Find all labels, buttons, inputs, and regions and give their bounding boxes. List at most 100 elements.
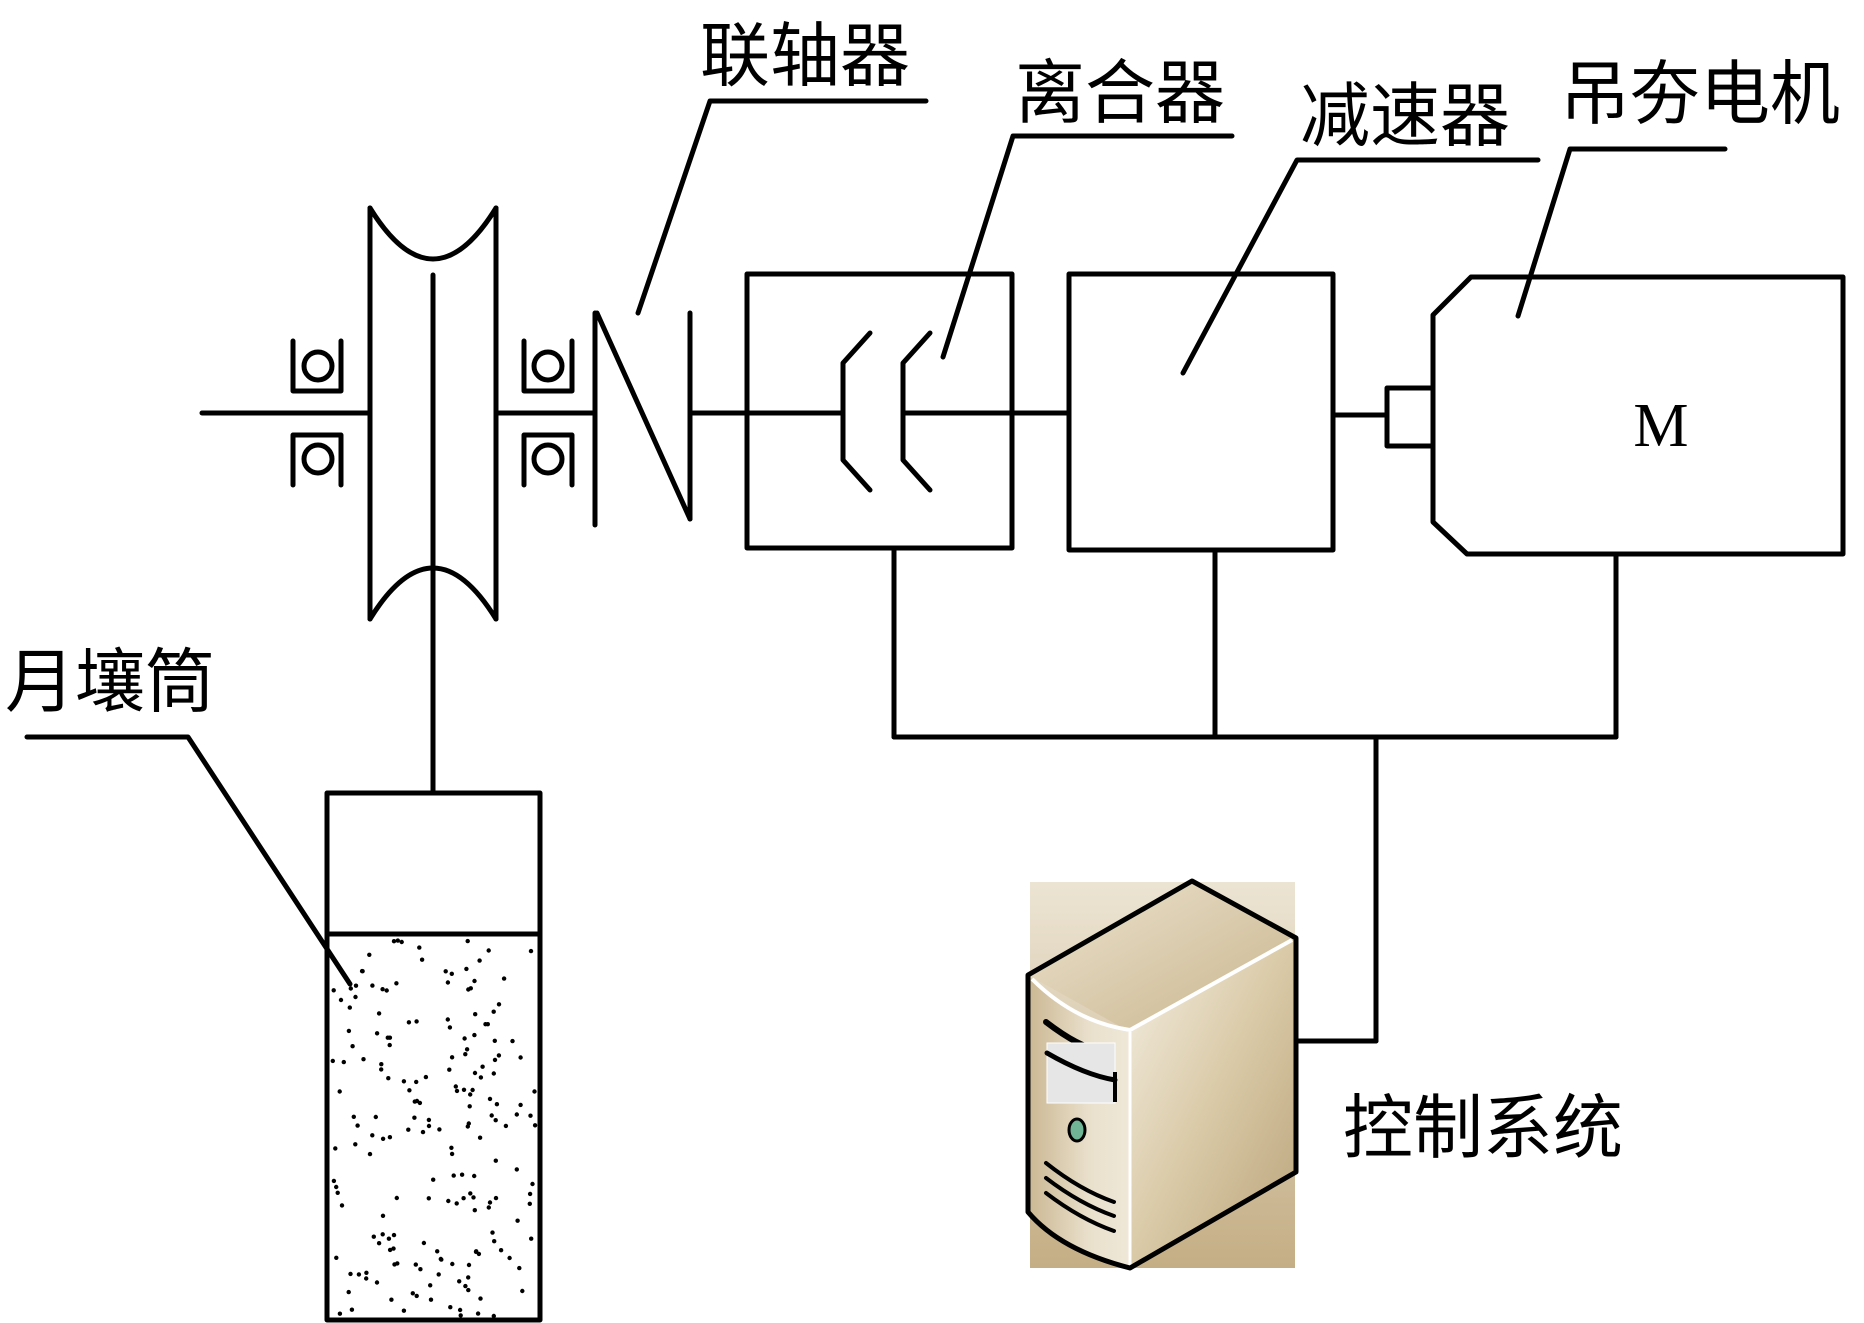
soil-particle (466, 1262, 472, 1268)
soil-particle (491, 1071, 496, 1076)
soil-particle (450, 1261, 455, 1267)
soil-cylinder (324, 790, 543, 1323)
soil-particle (387, 1042, 392, 1048)
soil-particle (494, 1102, 500, 1107)
soil-particle (330, 1058, 335, 1064)
soil-particle (492, 1038, 497, 1044)
soil-particle (485, 1021, 490, 1027)
soil-particle (395, 1261, 400, 1266)
soil-particles (330, 938, 538, 1319)
leader-coupling (635, 98, 929, 316)
soil-particle (414, 1019, 419, 1024)
soil-particle (435, 1249, 440, 1254)
soil-particle (472, 1032, 477, 1038)
soil-particle (412, 1099, 417, 1104)
soil-particle (364, 1270, 369, 1276)
soil-particle (348, 986, 353, 991)
soil-particle (351, 1114, 356, 1120)
soil-particle (348, 1271, 353, 1277)
soil-particle (331, 1178, 337, 1184)
reducer-box (1066, 271, 1336, 553)
soil-particle (468, 1092, 473, 1097)
soil-particle (413, 1262, 418, 1267)
soil-particle (334, 1184, 339, 1190)
soil-particle (385, 1035, 390, 1040)
soil-particle (376, 1011, 382, 1016)
soil-particle (401, 1079, 407, 1084)
soil-particle (331, 988, 336, 993)
soil-particle (387, 1135, 393, 1140)
soil-particle (443, 969, 448, 974)
soil-particle (374, 1280, 380, 1285)
soil-particle (472, 1070, 478, 1076)
label-hoist-motor: 吊夯电机 (1560, 53, 1840, 135)
soil-particle (371, 1234, 376, 1239)
soil-particle (466, 1275, 471, 1280)
soil-particle (464, 966, 469, 972)
soil-particle (507, 1255, 512, 1261)
soil-particle (461, 1196, 466, 1201)
soil-particle (364, 1276, 369, 1281)
soil-particle (480, 1064, 485, 1069)
hoist-motor: M (1384, 274, 1846, 557)
soil-particle (477, 958, 482, 963)
soil-particle (528, 948, 534, 954)
soil-particle (454, 1201, 459, 1206)
bearing-right-bottom (521, 432, 575, 488)
soil-particle (463, 1052, 468, 1057)
label-control-system: 控制系统 (1343, 1087, 1623, 1169)
soil-particle (518, 1055, 523, 1060)
soil-particle (454, 1088, 460, 1094)
control-wiring (891, 547, 1619, 1044)
soil-particle (380, 1136, 386, 1142)
soil-particle (490, 1230, 495, 1235)
soil-particle (395, 938, 400, 943)
soil-particle (462, 1036, 467, 1041)
soil-particle (491, 1313, 496, 1319)
computer-tower-icon (1025, 878, 1299, 1271)
soil-particle (445, 980, 451, 985)
soil-particle (477, 1135, 483, 1140)
soil-particle (478, 1075, 484, 1080)
soil-particle (449, 1145, 454, 1151)
soil-particle (496, 1002, 502, 1007)
label-reducer: 减速器 (1300, 75, 1510, 157)
soil-particle (333, 1146, 338, 1151)
soil-particle (461, 1087, 467, 1093)
soil-particle (353, 983, 359, 988)
label-clutch: 离合器 (1015, 52, 1225, 134)
soil-particle (380, 1213, 386, 1219)
soil-particle (414, 1293, 419, 1299)
soil-particle (346, 1289, 351, 1295)
label-coupling: 联轴器 (700, 15, 910, 97)
soil-particle (389, 1297, 394, 1302)
soil-particle (379, 1067, 384, 1072)
soil-particle (407, 1088, 412, 1093)
soil-particle (465, 938, 470, 944)
soil-particle (467, 1104, 472, 1109)
label-soil-cylinder: 月壤筒 (5, 641, 215, 723)
soil-particle (337, 1311, 343, 1316)
soil-particle (379, 1062, 384, 1067)
soil-particle (428, 1283, 433, 1288)
soil-particle (457, 1279, 462, 1284)
soil-particle (384, 988, 389, 993)
soil-particle (518, 1102, 523, 1108)
soil-particle (446, 1198, 451, 1204)
soil-particle (493, 1158, 498, 1163)
soil-particle (492, 1057, 498, 1063)
soil-particle (394, 981, 399, 986)
soil-particle (530, 1181, 535, 1187)
soil-particle (437, 1127, 442, 1132)
soil-particle (414, 1079, 419, 1085)
soil-particle (496, 1053, 502, 1058)
soil-particle (501, 976, 507, 981)
soil-particle (491, 1009, 496, 1014)
soil-particle (458, 1313, 463, 1318)
soil-particle (356, 1272, 362, 1277)
soil-particle (346, 1028, 352, 1034)
soil-particle (489, 1113, 494, 1118)
soil-particle (335, 1190, 340, 1196)
soil-particle (353, 1142, 358, 1147)
soil-particle (527, 1201, 532, 1207)
